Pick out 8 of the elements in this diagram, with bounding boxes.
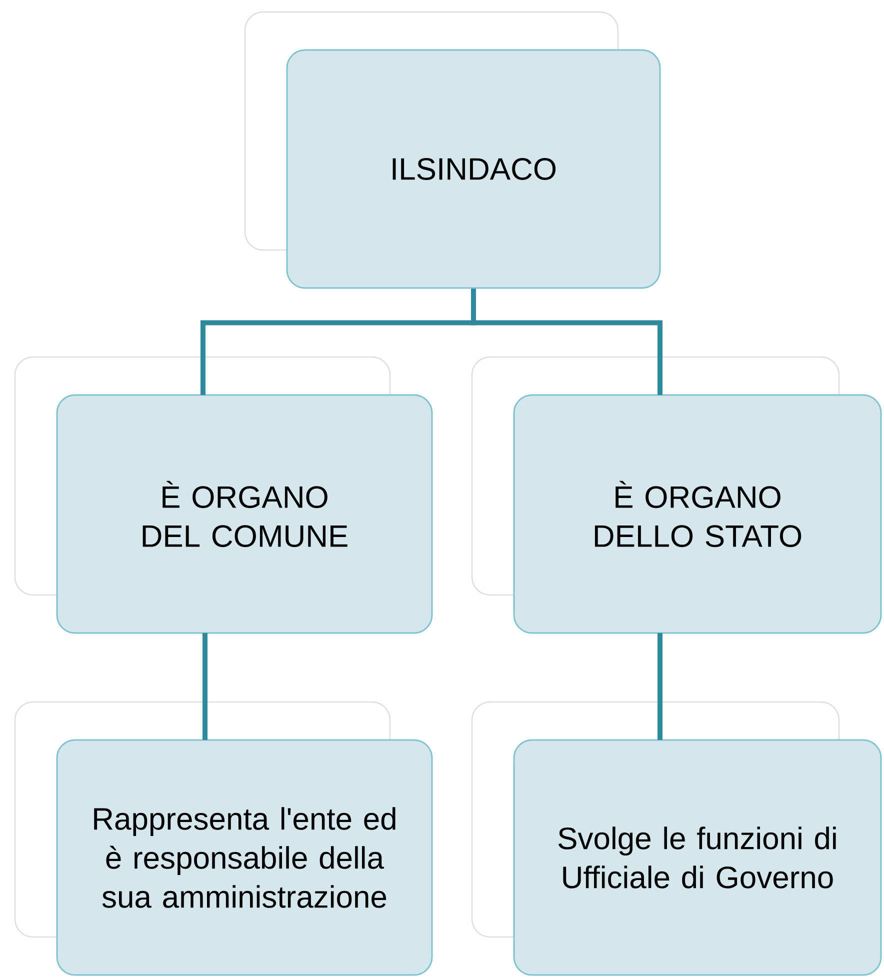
stacked-box: È ORGANO DELLO STATO — [471, 356, 882, 634]
connector-line — [658, 633, 662, 740]
stacked-box: Rappresenta l'ente ed è responsabile della sua amministrazione — [14, 701, 433, 976]
stacked-box: Svolge le funzioni di Ufficiale di Governo — [471, 701, 882, 976]
connector-line — [471, 288, 662, 395]
stacked-box: ILSINDACO — [244, 11, 661, 289]
stacked-box: È ORGANO DEL COMUNE — [14, 356, 433, 634]
connector-line — [202, 633, 208, 740]
